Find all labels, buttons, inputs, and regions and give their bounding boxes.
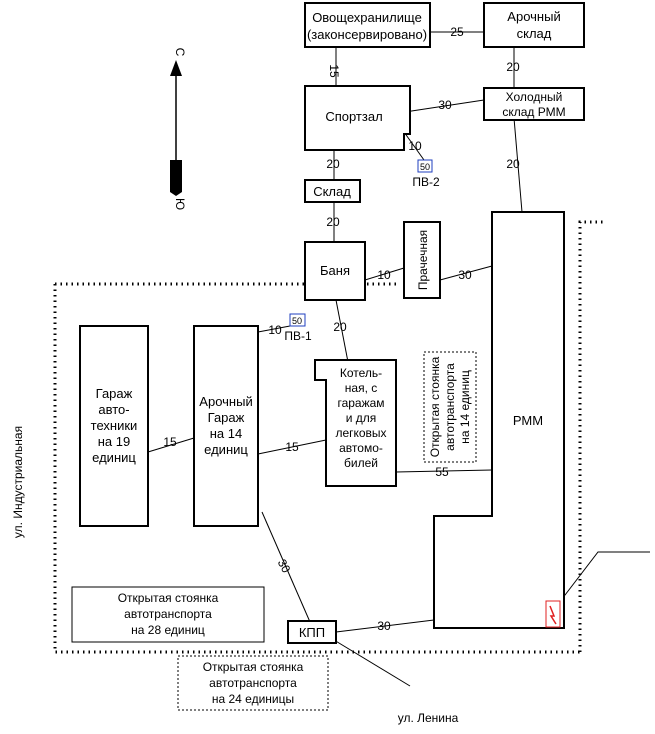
south-arrow-icon	[170, 160, 182, 196]
hydrant-pv1: 50 ПВ-1	[284, 313, 312, 343]
svg-text:автотранспорта: автотранспорта	[209, 676, 297, 690]
building-bath: Баня	[304, 241, 366, 301]
building-ovoshchekhranilishche: Овощехранилище (законсервировано)	[304, 2, 431, 48]
svg-text:20: 20	[333, 320, 347, 334]
svg-text:ная, с: ная, с	[345, 381, 377, 395]
svg-text:Открытая стоянка: Открытая стоянка	[428, 356, 442, 457]
building-arch-storage: Арочный склад	[483, 2, 585, 48]
building-arch-garage: Арочный Гараж на 14 единиц	[193, 325, 259, 527]
svg-text:25: 25	[450, 25, 464, 39]
building-rmm: РММ	[433, 211, 565, 629]
svg-text:РММ: РММ	[513, 413, 543, 428]
svg-text:15: 15	[163, 435, 177, 449]
svg-text:Баня: Баня	[320, 263, 350, 278]
fire-mark-icon	[545, 600, 561, 628]
building-cold-storage: Холодный склад РММ	[483, 87, 585, 121]
distance-labels: 25 15 20 30 20 10 20 20 10 30 20 10 15 1…	[163, 25, 520, 633]
svg-text:Холодный: Холодный	[506, 90, 563, 104]
building-boiler: Котель- ная, с гаражам и для легковых ав…	[314, 359, 397, 487]
svg-text:гаражам: гаражам	[337, 396, 384, 410]
svg-text:10: 10	[377, 268, 391, 282]
svg-text:Гараж: Гараж	[96, 386, 133, 401]
svg-text:Склад: Склад	[313, 184, 351, 199]
hydrant-icon	[289, 313, 306, 327]
building-kpp: КПП	[287, 620, 337, 644]
street-lenina: ул. Ленина	[398, 711, 459, 725]
svg-text:билей: билей	[344, 456, 378, 470]
svg-text:20: 20	[326, 215, 340, 229]
svg-text:50: 50	[420, 162, 430, 172]
svg-text:единиц: единиц	[204, 442, 248, 457]
svg-text:20: 20	[506, 157, 520, 171]
svg-text:на 24 единицы: на 24 единицы	[212, 692, 294, 706]
svg-text:(законсервировано): (законсервировано)	[307, 27, 427, 42]
hydrant-pv2: 50 ПВ-2	[412, 159, 440, 189]
svg-text:Открытая стоянка: Открытая стоянка	[118, 591, 219, 605]
svg-text:единиц: единиц	[92, 450, 136, 465]
building-garage-tech: Гараж авто- техники на 19 единиц	[79, 325, 149, 527]
svg-text:склад: склад	[517, 26, 552, 41]
svg-text:склад РММ: склад РММ	[502, 105, 565, 119]
svg-text:автотранспорта: автотранспорта	[443, 363, 457, 451]
svg-text:и для: и для	[346, 411, 377, 425]
hydrant-icon	[417, 159, 433, 173]
svg-text:Овощехранилище: Овощехранилище	[312, 10, 422, 25]
compass-south-label: Ю	[173, 198, 187, 210]
svg-text:на 14 единиц: на 14 единиц	[458, 370, 472, 444]
svg-text:на 14: на 14	[210, 426, 242, 441]
svg-text:10: 10	[268, 323, 282, 337]
svg-text:на 19: на 19	[98, 434, 130, 449]
svg-text:техники: техники	[91, 418, 138, 433]
svg-text:Котель-: Котель-	[340, 366, 382, 380]
svg-text:на 28 единиц: на 28 единиц	[131, 623, 205, 637]
building-laundry: Прачечная	[403, 221, 441, 299]
parking-24: Открытая стоянка автотранспорта на 24 ед…	[177, 655, 329, 711]
svg-text:КПП: КПП	[299, 625, 325, 640]
north-arrow-icon	[170, 60, 182, 76]
svg-text:автотранспорта: автотранспорта	[124, 607, 212, 621]
svg-text:Гараж: Гараж	[208, 410, 245, 425]
svg-text:55: 55	[435, 465, 449, 479]
street-industrial: ул. Индустриальная	[11, 426, 25, 538]
building-gym: Спортзал	[304, 85, 411, 151]
svg-text:ПВ-2: ПВ-2	[412, 175, 440, 189]
svg-text:30: 30	[377, 619, 391, 633]
compass-north-label: С	[173, 48, 187, 57]
svg-text:ПВ-1: ПВ-1	[284, 329, 312, 343]
parking-28: Открытая стоянка автотранспорта на 28 ед…	[71, 586, 265, 643]
svg-text:30: 30	[458, 268, 472, 282]
svg-text:легковых: легковых	[335, 426, 386, 440]
svg-text:Арочный: Арочный	[199, 394, 252, 409]
svg-text:Спортзал: Спортзал	[325, 109, 382, 124]
svg-text:20: 20	[506, 60, 520, 74]
building-warehouse: Склад	[304, 179, 361, 203]
svg-text:Арочный: Арочный	[507, 9, 560, 24]
svg-text:20: 20	[326, 157, 340, 171]
svg-text:авто-: авто-	[98, 402, 129, 417]
svg-text:30: 30	[438, 98, 452, 112]
svg-text:15: 15	[327, 64, 341, 78]
svg-text:Открытая стоянка: Открытая стоянка	[203, 660, 304, 674]
compass: С Ю	[170, 48, 187, 210]
svg-text:автомо-: автомо-	[339, 441, 383, 455]
connections	[147, 31, 650, 687]
parking-14: Открытая стоянка автотранспорта на 14 ед…	[423, 351, 477, 463]
svg-text:30: 30	[275, 557, 294, 576]
svg-text:10: 10	[408, 139, 422, 153]
svg-text:Прачечная: Прачечная	[416, 230, 430, 290]
svg-text:50: 50	[292, 316, 302, 326]
svg-text:15: 15	[285, 440, 299, 454]
fence	[53, 220, 606, 654]
